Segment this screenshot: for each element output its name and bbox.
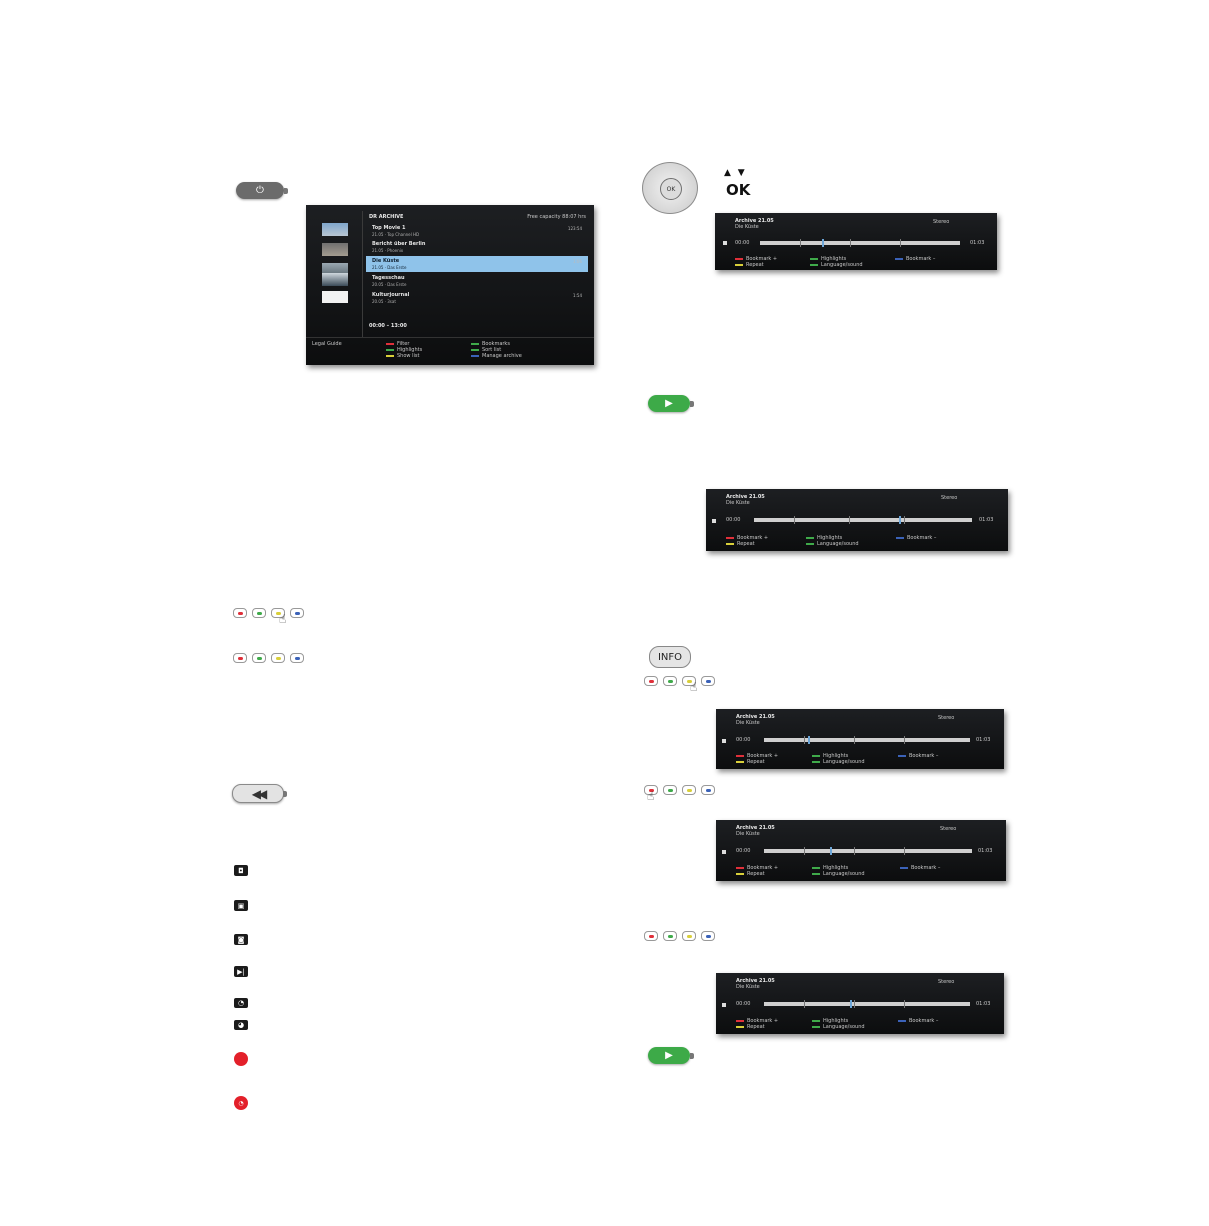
camera-icon: ◙ [234, 934, 248, 945]
footer-item: Bookmarks [471, 341, 510, 347]
footer-left: Legal Guide [312, 341, 342, 347]
info-button[interactable]: INFO [649, 646, 691, 668]
skip-icon: ▶| [234, 966, 248, 977]
footer-item: Show list [386, 353, 419, 359]
footer-item: Filter [386, 341, 409, 347]
color-buttons-row [644, 785, 715, 795]
archive-title: DR ARCHIVE [369, 214, 404, 220]
yellow-button[interactable] [682, 931, 696, 941]
green-button[interactable] [252, 653, 266, 663]
archive-icon: ◘ [234, 865, 248, 876]
progress-bar [764, 1000, 970, 1008]
progress-bar [754, 516, 972, 524]
status-screen: Archive 21.05 Die Küste Stereo 00:00 01:… [715, 213, 997, 270]
rewind-icon: ◀◀ [251, 786, 267, 801]
timer-off-icon: ◕ [234, 1020, 248, 1030]
time-range: 00:00 – 13:00 [369, 323, 407, 329]
timer-icon: ◔ [234, 998, 248, 1008]
pane-divider [362, 211, 363, 337]
play-button[interactable]: ▶ [648, 395, 694, 412]
pointing-hand-icon: ☝ [647, 789, 655, 803]
progress-bar [764, 847, 972, 855]
archive-row[interactable]: Kulturjournal 20.05 · 3sat 1:54 [372, 292, 582, 304]
record-timer-icon: ◔ [234, 1096, 248, 1110]
red-button[interactable] [644, 676, 658, 686]
thumbnail [322, 273, 348, 286]
thumbnail [322, 263, 348, 276]
green-button[interactable] [663, 676, 677, 686]
thumbnail [322, 223, 348, 236]
archive-row-selected[interactable]: Die Küste 21.05 · Das Erste 1:06 [366, 256, 588, 272]
color-buttons-row [233, 653, 304, 663]
status-screen: Archive 21.05 Die Küste Stereo 00:00 01:… [716, 709, 1004, 769]
red-button[interactable] [644, 931, 658, 941]
yellow-button[interactable] [682, 676, 696, 686]
green-button[interactable] [663, 931, 677, 941]
blue-button[interactable] [701, 676, 715, 686]
green-button[interactable] [663, 785, 677, 795]
archive-row[interactable]: Top Movie 1 21.05 · Top Channel HD 123:5… [372, 225, 582, 237]
footer-item: Sort list [471, 347, 501, 353]
status-screen: Archive 21.05 Die Küste Stereo 00:00 01:… [706, 489, 1008, 551]
power-icon: ⏻ [256, 185, 264, 196]
blue-button[interactable] [290, 608, 304, 618]
archive-screen: DR ARCHIVE Free capacity 88:07 hrs Top M… [306, 205, 594, 365]
ok-label: OK [726, 181, 751, 199]
yellow-button[interactable] [682, 785, 696, 795]
play-button[interactable]: ▶ [648, 1047, 694, 1064]
play-icon: ▶ [665, 398, 673, 409]
navigation-pad[interactable]: OK [642, 162, 698, 214]
play-icon: ▶ [665, 1050, 673, 1061]
thumbnail-selected [322, 291, 348, 303]
archive-row[interactable]: Tagesschau 20.05 · Das Erste [372, 275, 407, 287]
progress-bar [760, 239, 960, 247]
color-buttons-row [644, 676, 715, 686]
footer-item: Manage archive [471, 353, 522, 359]
red-button[interactable] [233, 608, 247, 618]
green-button[interactable] [252, 608, 266, 618]
progress-bar [764, 736, 970, 744]
pointing-hand-icon: ☝ [279, 612, 287, 626]
yellow-button[interactable] [271, 653, 285, 663]
blue-button[interactable] [701, 785, 715, 795]
rewind-button[interactable]: ◀◀ [232, 784, 287, 803]
yellow-button[interactable] [271, 608, 285, 618]
footer-item: Highlights [386, 347, 422, 353]
record-icon [234, 1052, 248, 1066]
archive-row[interactable]: Bericht über Berlin 21.05 · Phoenix [372, 241, 426, 253]
red-button[interactable] [644, 785, 658, 795]
thumbnail [322, 243, 348, 256]
blue-button[interactable] [701, 931, 715, 941]
ok-center-button[interactable]: OK [660, 178, 682, 200]
color-buttons-row [233, 608, 304, 618]
blue-button[interactable] [290, 653, 304, 663]
status-screen: Archive 21.05 Die Küste Stereo 00:00 01:… [716, 820, 1006, 881]
disk-icon: ▣ [234, 900, 248, 911]
archive-capacity: Free capacity 88:07 hrs [527, 214, 586, 220]
color-buttons-row [644, 931, 715, 941]
footer-divider [306, 337, 594, 338]
status-screen: Archive 21.05 Die Küste Stereo 00:00 01:… [716, 973, 1004, 1034]
power-button[interactable]: ⏻ [236, 182, 288, 199]
pointing-hand-icon: ☝ [690, 680, 698, 694]
red-button[interactable] [233, 653, 247, 663]
up-down-arrows: ▲ ▼ [724, 168, 747, 178]
